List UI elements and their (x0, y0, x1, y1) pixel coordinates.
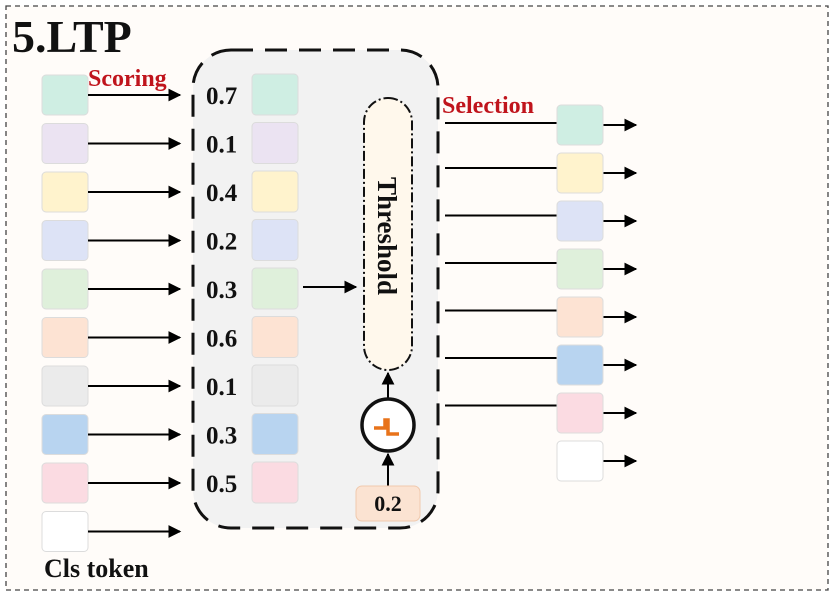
cls-token-label: Cls token (44, 554, 149, 583)
selected-token (556, 152, 604, 194)
score-value: 0.4 (206, 180, 238, 207)
input-token (41, 414, 89, 455)
input-token (41, 220, 89, 261)
selection-arrow-column (445, 118, 638, 468)
input-token (41, 365, 89, 407)
threshold-label: Threshold (372, 177, 402, 295)
score-value: 0.6 (206, 326, 237, 353)
scored-token (251, 413, 299, 455)
threshold-value: 0.2 (374, 491, 402, 516)
scored-token (251, 170, 299, 213)
input-token (41, 317, 89, 358)
scored-token (251, 73, 299, 116)
selected-token (556, 392, 604, 434)
input-token (41, 511, 89, 552)
score-value: 0.3 (206, 277, 237, 304)
scored-token (251, 461, 299, 504)
score-value: 0.2 (206, 229, 237, 256)
selected-token (556, 200, 604, 242)
selection-label: Selection (442, 93, 534, 119)
score-value: 0.5 (206, 471, 237, 498)
input-arrow-column (88, 88, 182, 538)
scored-token (251, 316, 299, 358)
selected-token (556, 440, 604, 482)
selected-token (556, 248, 604, 290)
input-token (41, 74, 89, 116)
score-value: 0.1 (206, 132, 237, 159)
score-value: 0.3 (206, 423, 237, 450)
score-value: 0.1 (206, 374, 237, 401)
threshold-value-box (355, 485, 421, 522)
threshold-box (363, 97, 413, 371)
selected-token-column (556, 104, 604, 482)
input-token (41, 123, 89, 164)
selected-token (556, 296, 604, 338)
input-token (41, 171, 89, 213)
scored-token (251, 267, 299, 310)
score-column: 0.7 0.1 0.4 0.2 0.3 0.6 0.1 0.3 0.5 (206, 83, 238, 498)
input-token (41, 268, 89, 310)
scored-token-column (251, 73, 299, 504)
diagram-title: 5.LTP (12, 11, 132, 62)
score-value: 0.7 (206, 83, 237, 110)
scored-token (251, 122, 299, 164)
scoring-label: Scoring (88, 66, 167, 92)
scored-token (251, 364, 299, 407)
selected-token (556, 104, 604, 146)
input-token (41, 462, 89, 504)
step-function-curve (374, 418, 399, 436)
selected-token (556, 344, 604, 386)
scored-token (251, 219, 299, 261)
